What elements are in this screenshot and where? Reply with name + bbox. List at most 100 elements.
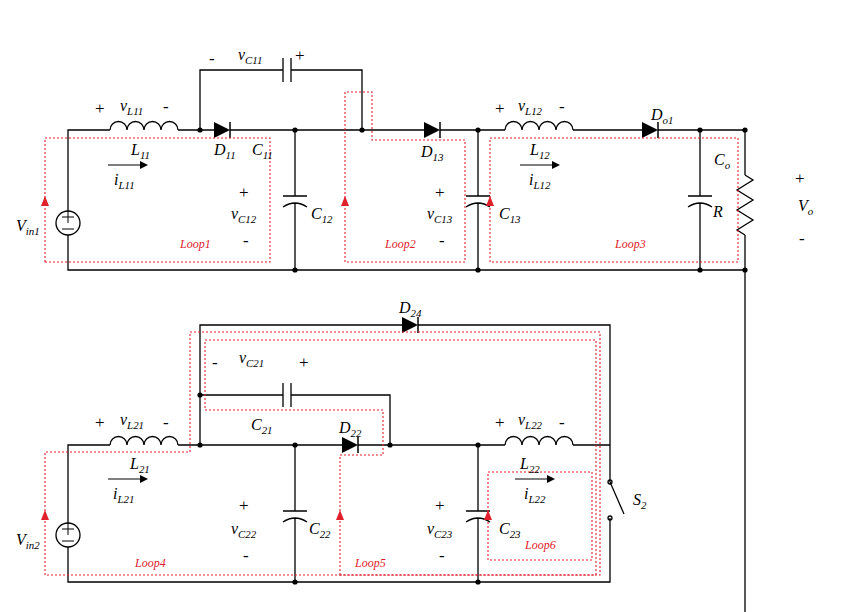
polarity-sign: + <box>295 47 305 64</box>
polarity-sign: - <box>559 414 565 431</box>
label-subscript: 11 <box>226 149 236 161</box>
component-label: iL11 <box>114 172 135 188</box>
component-label: vC11 <box>238 47 262 63</box>
polarity-sign: + <box>435 497 445 514</box>
loop-arrows <box>41 196 494 520</box>
label-main: L <box>131 141 140 158</box>
label-subscript: o <box>808 205 813 217</box>
component-label: L11 <box>131 142 150 158</box>
label-subscript: 24 <box>411 307 422 319</box>
label-main: i <box>524 485 528 502</box>
component-label: L12 <box>530 142 550 158</box>
label-main: D <box>421 143 433 160</box>
label-subscript: 11 <box>140 149 150 161</box>
polarity-sign: + <box>299 354 309 371</box>
component-label: iL21 <box>113 486 134 502</box>
label-main: C <box>714 151 725 168</box>
label-subscript: L21 <box>117 493 134 505</box>
diode-symbols <box>214 122 658 453</box>
label-subscript: L22 <box>525 419 542 431</box>
loop-label: Loop2 <box>385 238 416 250</box>
polarity-sign: - <box>439 232 445 249</box>
component-label: vL22 <box>518 412 542 428</box>
label-subscript: C11 <box>245 54 262 66</box>
junction-dots <box>140 127 748 584</box>
polarity-sign: + <box>239 497 249 514</box>
component-label: vL12 <box>518 98 542 114</box>
polarity-sign: + <box>495 100 505 117</box>
label-main: D <box>399 299 411 316</box>
label-subscript: C21 <box>246 357 264 369</box>
component-label: Do1 <box>651 107 673 123</box>
component-label: vL21 <box>120 412 144 428</box>
label-main: L <box>530 141 539 158</box>
polarity-sign: + <box>495 414 505 431</box>
polarity-sign: - <box>243 547 249 564</box>
polarity-sign: + <box>95 100 105 117</box>
polarity-sign: - <box>163 98 169 115</box>
label-subscript: 23 <box>510 528 521 540</box>
polarity-sign: - <box>559 98 565 115</box>
component-label: R <box>713 204 723 220</box>
component-label: D24 <box>399 300 421 316</box>
component-label: Vin2 <box>16 532 40 548</box>
label-main: v <box>120 411 127 428</box>
component-label: C21 <box>251 417 273 433</box>
component-label: D13 <box>421 144 443 160</box>
polarity-sign: + <box>795 170 805 187</box>
label-main: V <box>16 217 26 234</box>
component-label: vC21 <box>239 350 264 366</box>
polarity-sign: - <box>212 354 218 371</box>
component-label: vC23 <box>427 521 452 537</box>
label-subscript: C12 <box>238 213 256 225</box>
polarity-sign: + <box>95 414 105 431</box>
polarity-sign: + <box>239 184 249 201</box>
component-label: C23 <box>499 521 521 537</box>
label-main: C <box>251 416 262 433</box>
label-main: i <box>114 171 118 188</box>
component-label: C12 <box>311 206 333 222</box>
label-main: S <box>633 491 641 508</box>
label-subscript: C13 <box>434 213 452 225</box>
label-main: v <box>427 205 434 222</box>
component-label: vC22 <box>231 521 256 537</box>
label-main: C <box>311 205 322 222</box>
loop-label: Loop4 <box>135 557 166 569</box>
label-subscript: 21 <box>139 463 150 475</box>
label-subscript: o1 <box>663 114 674 126</box>
label-subscript: 13 <box>510 213 521 225</box>
label-main: V <box>16 531 26 548</box>
label-main: L <box>520 455 529 472</box>
label-main: v <box>518 411 525 428</box>
label-main: i <box>113 485 117 502</box>
label-main: C <box>252 141 263 158</box>
component-label: C22 <box>309 521 331 537</box>
label-main: L <box>130 455 139 472</box>
label-main: v <box>120 97 127 114</box>
component-label: C13 <box>499 206 521 222</box>
component-label: C11 <box>252 142 273 158</box>
label-main: D <box>339 419 351 436</box>
component-label: D11 <box>214 142 236 158</box>
loop-label: Loop3 <box>615 238 646 250</box>
label-subscript: 11 <box>263 149 273 161</box>
label-subscript: 22 <box>529 463 540 475</box>
component-label: vL11 <box>120 98 143 114</box>
component-label: Co <box>714 152 730 168</box>
polarity-sign: - <box>439 547 445 564</box>
component-label: D22 <box>339 420 361 436</box>
label-subscript: 12 <box>539 149 550 161</box>
label-subscript: 22 <box>351 427 362 439</box>
label-main: C <box>309 520 320 537</box>
label-main: C <box>499 205 510 222</box>
loop-label: Loop6 <box>525 539 556 551</box>
label-main: i <box>529 171 533 188</box>
label-subscript: 21 <box>262 424 273 436</box>
loop-label: Loop1 <box>180 238 211 250</box>
polarity-sign: - <box>799 230 805 247</box>
label-subscript: in2 <box>26 539 40 551</box>
label-subscript: L12 <box>533 179 550 191</box>
label-subscript: L12 <box>525 105 542 117</box>
label-main: v <box>231 520 238 537</box>
label-main: D <box>214 141 226 158</box>
